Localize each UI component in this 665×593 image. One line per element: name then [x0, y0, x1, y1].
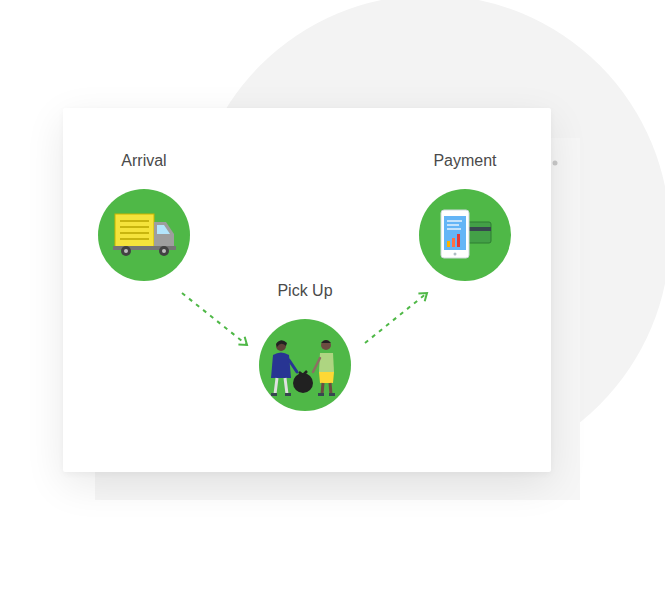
- step-node: Arrival: [98, 151, 190, 281]
- step-circle-shape: [419, 189, 511, 281]
- truck-icon: [113, 214, 176, 256]
- step-label: Payment: [389, 151, 541, 171]
- step-node: Payment: [419, 151, 511, 281]
- step-label: Pick Up: [229, 281, 381, 301]
- step-circle: [259, 319, 351, 411]
- step-node: Pick Up: [259, 281, 351, 411]
- step-disc: [98, 189, 190, 281]
- step-disc: [419, 189, 511, 281]
- step-circle-shape: [98, 189, 190, 281]
- flow-arrow: [365, 293, 427, 343]
- step-disc: [259, 319, 351, 411]
- step-circle: [419, 189, 511, 281]
- flow-arrow: [182, 293, 247, 345]
- card-dot: [553, 161, 558, 166]
- people-icon: [271, 340, 335, 396]
- payment-icon: [441, 210, 491, 258]
- step-label: Arrival: [68, 151, 220, 171]
- step-circle: [98, 189, 190, 281]
- step-circle-shape: [259, 319, 351, 411]
